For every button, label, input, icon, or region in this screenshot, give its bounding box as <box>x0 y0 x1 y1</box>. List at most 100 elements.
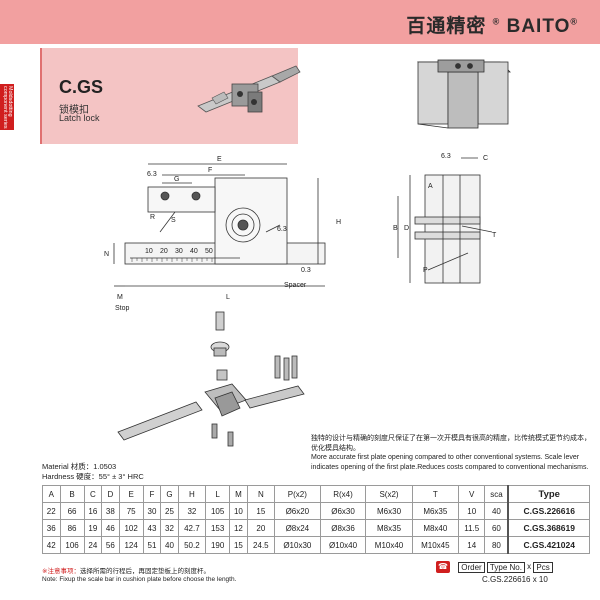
spec-table: A B C D E F G H L M N P(x2) R(x4) S(x2) … <box>42 485 591 554</box>
table-cell: 15 <box>246 502 276 520</box>
table-cell: 32 <box>177 502 207 520</box>
dim-label-6-3-side: 6.3 <box>441 153 451 160</box>
col-header-type: Type <box>507 485 591 503</box>
dim-label-a: A <box>428 183 433 190</box>
table-cell: 86 <box>59 519 85 537</box>
front-view-drawing <box>113 163 326 287</box>
col-header-r: R(x4) <box>319 485 367 503</box>
col-header-h: H <box>177 485 207 503</box>
order-times: x <box>527 562 532 572</box>
col-header-s: S(x2) <box>365 485 413 503</box>
header-band <box>0 0 600 44</box>
assembly-isometric-view <box>417 59 511 129</box>
table-cell: 32 <box>160 519 179 537</box>
material-info: Material 材质：1.0503 Hardness 硬度：55° ± 3° … <box>42 462 144 482</box>
table-cell: 24.5 <box>246 536 276 554</box>
table-cell: 15 <box>229 536 248 554</box>
dim-label-0-3: 0.3 <box>301 267 311 274</box>
col-header-v: V <box>457 485 486 503</box>
col-header-a: A <box>42 485 61 503</box>
side-tab: Moldsdotting component series <box>0 84 14 130</box>
table-cell: 75 <box>118 502 144 520</box>
product-name-cn: 锁模扣 <box>59 105 89 116</box>
table-cell: 105 <box>205 502 231 520</box>
col-header-sca: sca <box>484 485 509 503</box>
table-cell: Ø8x24 <box>274 519 321 537</box>
dim-label-n: N <box>104 251 109 258</box>
table-cell: Ø8x36 <box>319 519 367 537</box>
dim-label-6-3-top: 6.3 <box>147 171 157 178</box>
order-format: ☎ Order Type No. x Pcs <box>436 561 553 573</box>
material-line: Material 材质：1.0503 <box>42 462 117 471</box>
table-cell: 153 <box>205 519 231 537</box>
col-header-g: G <box>160 485 179 503</box>
table-cell: 50.2 <box>177 536 207 554</box>
product-description: 独特的设计与精确的刻度尺保证了在第一次开模具有很高的精度，比传统模式更节约成本，… <box>311 434 591 472</box>
table-cell: 11.5 <box>457 519 486 537</box>
brand-name-cn: 百通精密 <box>406 16 487 37</box>
spec-table-header-row: A B C D E F G H L M N P(x2) R(x4) S(x2) … <box>42 485 591 503</box>
table-cell: M6x35 <box>411 502 459 520</box>
scale-label-30: 30 <box>175 248 183 255</box>
table-cell: 40 <box>484 502 509 520</box>
table-row: 42 106 24 56 124 51 40 50.2 190 15 24.5 … <box>42 536 591 554</box>
dim-label-m: M <box>117 294 123 301</box>
table-row: 36 86 19 46 102 43 32 42.7 153 12 20 Ø8x… <box>42 519 591 537</box>
order-label-box: Order <box>458 561 485 573</box>
table-cell: 51 <box>142 536 162 554</box>
dim-label-d: D <box>404 225 409 232</box>
col-header-e: E <box>118 485 144 503</box>
pcs-box: Pcs <box>533 561 553 573</box>
dim-label-t: T <box>492 232 497 239</box>
product-title-card: C.GS 锁模扣 Latch lock <box>40 48 301 144</box>
type-cell: C.GS.368619 <box>507 519 591 537</box>
table-cell: 19 <box>83 519 103 537</box>
scale-label-20: 20 <box>160 248 168 255</box>
table-cell: Ø10x30 <box>274 536 321 554</box>
dim-label-s: S <box>171 217 176 224</box>
table-cell: 10 <box>229 502 248 520</box>
table-cell: 80 <box>484 536 509 554</box>
product-code: C.GS <box>59 77 104 97</box>
table-cell: 14 <box>457 536 486 554</box>
dim-label-6-3-mid: 6.3 <box>277 226 287 233</box>
table-cell: M10x40 <box>365 536 413 554</box>
table-cell: 42 <box>42 536 61 554</box>
dim-label-c: C <box>483 155 488 162</box>
table-cell: 24 <box>83 536 103 554</box>
scale-label-10: 10 <box>145 248 153 255</box>
product-name-en: Latch lock <box>59 113 100 123</box>
table-cell: 16 <box>83 502 103 520</box>
table-cell: 102 <box>118 519 144 537</box>
brand-registered-mark: ® <box>492 16 501 27</box>
dim-label-r: R <box>150 214 155 221</box>
table-cell: M6x30 <box>365 502 413 520</box>
col-header-c: C <box>83 485 103 503</box>
side-view-drawing <box>397 157 493 284</box>
type-no-box: Type No. <box>486 561 525 573</box>
dim-label-p: P <box>423 267 428 274</box>
col-header-f: F <box>142 485 162 503</box>
dim-label-l: L <box>226 294 230 301</box>
description-cn: 独特的设计与精确的刻度尺保证了在第一次开模具有很高的精度，比传统模式更节约成本，… <box>311 435 591 452</box>
table-cell: M8x35 <box>365 519 413 537</box>
type-cell: C.GS.226616 <box>507 502 591 520</box>
table-cell: 190 <box>205 536 231 554</box>
table-cell: 66 <box>59 502 85 520</box>
col-header-l: L <box>205 485 231 503</box>
note-cn-prefix: ※注意事项： <box>42 568 80 575</box>
side-tab-label: Moldsdotting component series <box>2 86 13 129</box>
table-cell: 30 <box>142 502 162 520</box>
brand-logo: 百通精密 ® BAITO® <box>406 11 578 38</box>
table-cell: 22 <box>42 502 61 520</box>
hardness-line: Hardness 硬度：55° ± 3° HRC <box>42 472 144 481</box>
description-en: More accurate first plate opening compar… <box>311 454 589 471</box>
table-cell: 25 <box>160 502 179 520</box>
scale-ruler-ticks <box>131 258 213 262</box>
scale-number-labels: 50 40 30 20 10 <box>145 248 213 255</box>
exploded-parts-view <box>117 311 305 447</box>
dim-label-e: E <box>217 156 222 163</box>
table-cell: 42.7 <box>177 519 207 537</box>
table-cell: M10x45 <box>411 536 459 554</box>
table-row: 22 66 16 38 75 30 25 32 105 10 15 Ø6x20 … <box>42 502 591 520</box>
